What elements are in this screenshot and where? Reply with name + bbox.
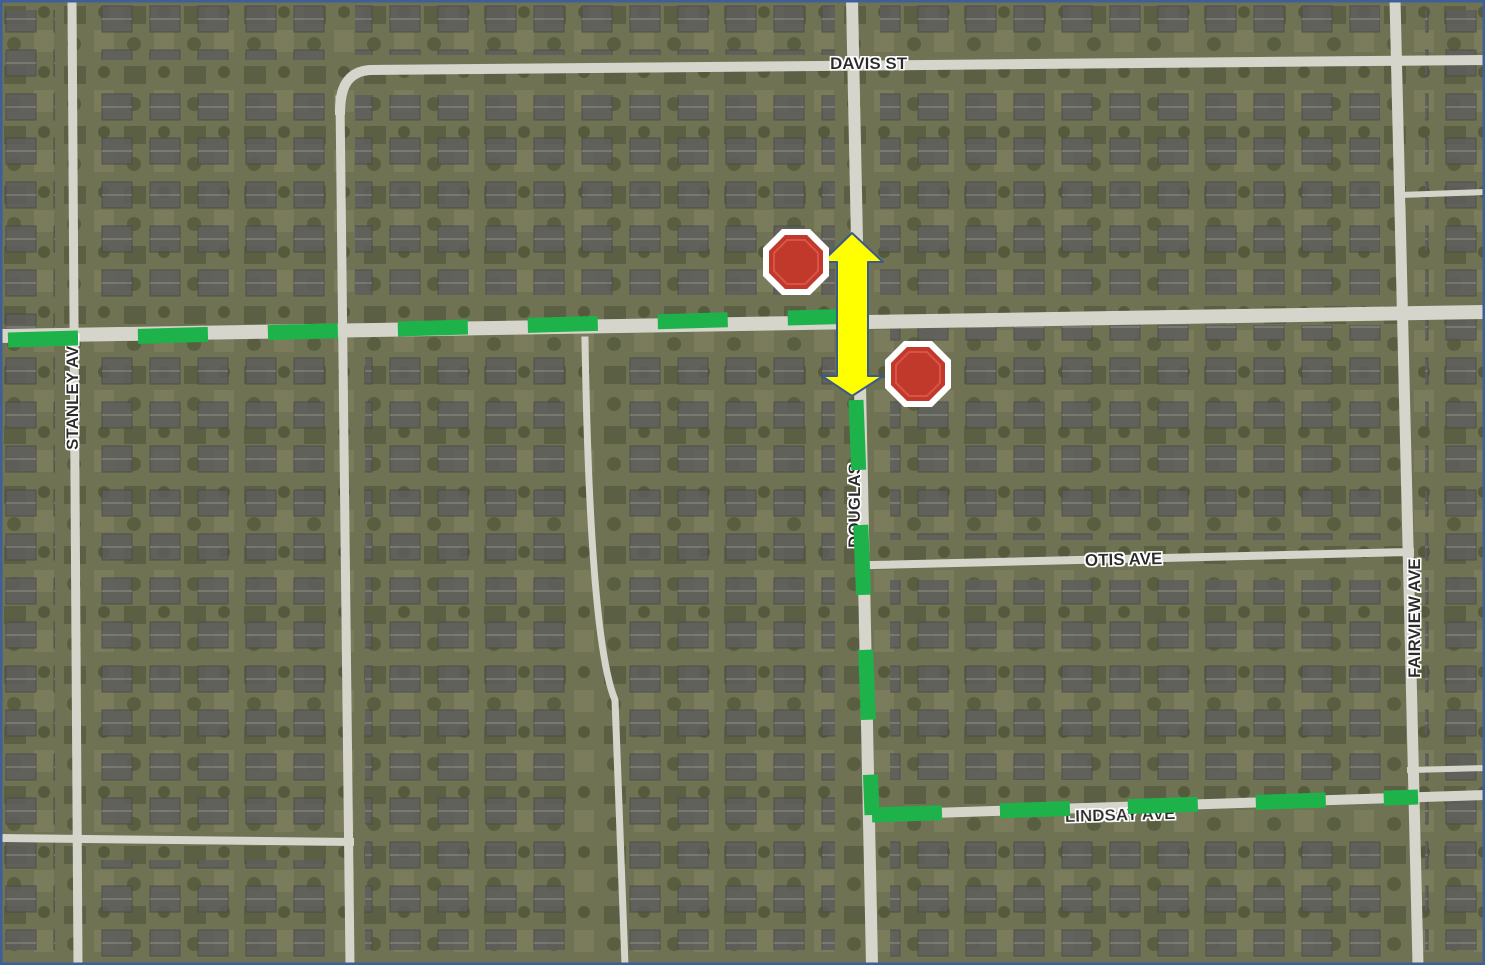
two-way-arrow-icon [821,232,884,397]
label-stanley-ave: STANLEY AVE [63,334,82,450]
route-segment-lindsay [871,789,1419,823]
route-segment-douglas [848,399,880,816]
road-cross-street [0,304,1485,344]
label-davis-st: DAVIS ST [830,54,908,73]
road-otis-ave [867,547,1415,570]
house-blocks [5,5,1485,960]
road-east-lower [1406,764,1485,774]
stop-sign-icon [763,229,829,295]
road-stanley-ave [67,0,83,965]
road-west-lower [0,833,355,847]
label-otis-ave: OTIS AVE [1085,549,1163,570]
route-path [7,308,1419,823]
stop-sign-icon [885,341,951,407]
label-fairview-ave: FAIRVIEW AVE [1405,558,1424,678]
road-west-ave [335,95,355,965]
road-east-upper [1396,188,1485,199]
route-segment-east-west [7,308,861,348]
road-alley [581,336,629,965]
